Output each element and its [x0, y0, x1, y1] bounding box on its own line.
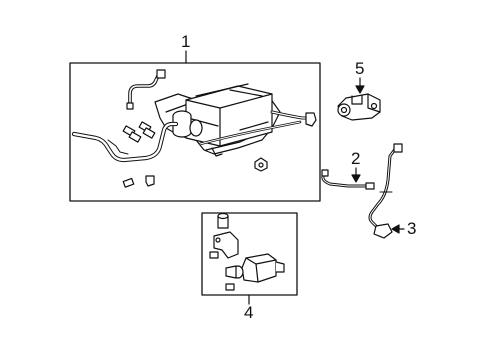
callout-5: 5 — [355, 59, 365, 78]
box-part-1 — [69, 62, 321, 202]
callout-2: 2 — [351, 149, 361, 168]
nut — [254, 157, 268, 172]
callout-3: 3 — [407, 219, 417, 238]
callout-4: 4 — [244, 303, 254, 322]
upper-vent-hose — [128, 74, 160, 106]
callout-1: 1 — [181, 32, 191, 51]
